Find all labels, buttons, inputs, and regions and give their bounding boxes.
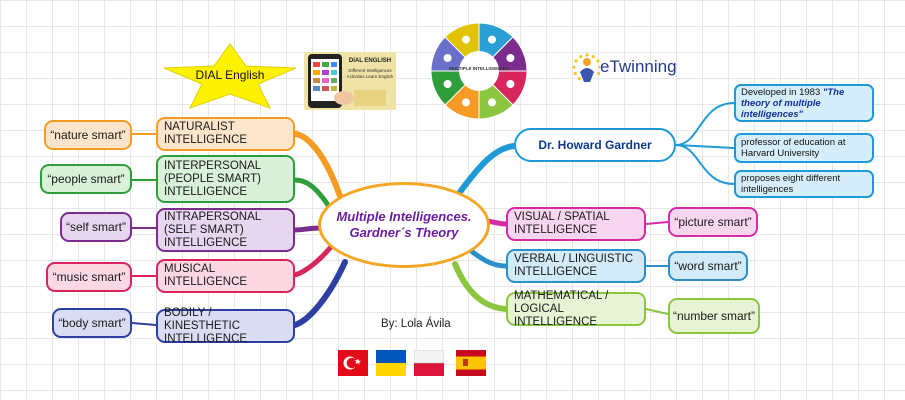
wheel-slice-icon [443,80,452,89]
body-smart-tag[interactable]: “body smart” [52,308,132,338]
intrapersonal-intelligence-node[interactable]: INTRAPERSONAL (SELF SMART) INTELLIGENCE [156,208,295,252]
gardner-note3-connector [675,144,735,185]
tag-label: “people smart” [47,172,125,186]
verbal-linguistic-intelligence-node[interactable]: VERBAL / LINGUISTIC INTELLIGENCE [506,249,646,283]
tag-label: “number smart” [672,309,755,323]
star-label: DIAL English [195,68,265,82]
gardner-note-eight[interactable]: proposes eight different intelligences [734,170,874,198]
node-label: MUSICAL INTELLIGENCE [164,263,248,288]
gardner-note-emphasis: "The theory of multiple intelligences" [741,86,845,120]
etwinning-star-icon [574,59,578,63]
gardner-note-theory[interactable]: Developed in 1983 "The theory of multipl… [734,84,874,122]
visual-spatial-intelligence-node[interactable]: VISUAL / SPATIAL INTELLIGENCE [506,207,646,241]
node-label: NATURALIST INTELLIGENCE [164,121,248,146]
wheel-slice-icon [488,98,497,107]
bodily-connector [292,259,348,328]
node-label: INTERPERSONAL (PEOPLE SMART) INTELLIGENC… [164,159,261,198]
tag-label: “body smart” [58,316,126,330]
wheel-slice-icon [461,35,470,44]
people-smart-tag[interactable]: “people smart” [40,164,132,194]
phone-card-subtitle: Different Intelligences Activities Learn… [346,68,394,79]
node-label: VERBAL / LINGUISTIC INTELLIGENCE [514,253,634,278]
gardner-note-plain: Developed in 1983 [741,86,823,98]
tag-label: “self smart” [66,220,126,234]
etwinning-star-icon [573,71,577,76]
etwinning-star-icon [598,65,600,69]
naturalist-intelligence-node[interactable]: NATURALIST INTELLIGENCE [156,117,295,151]
ukraine-flag [376,350,406,376]
verbal-connector [467,247,509,269]
wheel-slice-icon [488,35,497,44]
gardner-note-text: professor of education at Harvard Univer… [741,137,846,159]
node-label: VISUAL / SPATIAL INTELLIGENCE [514,211,610,236]
etwinning-star-icon [577,76,581,81]
tag-label: “music smart” [52,270,126,284]
tag-label: “picture smart” [674,215,752,229]
gardner-note-text: proposes eight different intelligences [741,173,841,195]
etwinning-logo-icon [572,53,600,82]
wheel-center-label: MULTIPLE INTELLIGENCES [449,66,508,71]
music-smart-tag[interactable]: “music smart” [46,262,132,292]
node-label: MATHEMATICAL / LOGICAL INTELLIGENCE [514,289,609,328]
node-label: BODILY / KINESTHETIC INTELLIGENCE [164,306,248,345]
math-connector [452,261,509,312]
gardner-note-text: Developed in 1983 "The theory of multipl… [741,87,867,120]
mathematical-logical-intelligence-node[interactable]: MATHEMATICAL / LOGICAL INTELLIGENCE [506,289,646,328]
bodily-kinesthetic-intelligence-node[interactable]: BODILY / KINESTHETIC INTELLIGENCE [156,306,295,345]
phone-icon [308,54,386,108]
interpersonal-connector [292,177,333,211]
central-topic-line1: Multiple Intelligences. [336,209,472,224]
wheel-slice-icon [506,53,515,62]
author-byline: By: Lola Ávila [381,318,451,330]
tag-label: “word smart” [674,259,742,273]
wheel-slice-icon [506,80,515,89]
etwinning-star-icon [585,53,589,57]
number-smart-tag[interactable]: “number smart” [668,298,760,334]
howard-gardner-label: Dr. Howard Gardner [538,138,652,152]
self-smart-tag[interactable]: “self smart” [60,212,132,242]
musical-connector [292,245,333,278]
naturalist-connector [292,131,343,199]
central-topic[interactable]: Multiple Intelligences. Gardner´s Theory [318,182,490,268]
etwinning-logo-text: eTwinning [600,57,677,76]
dial-english-phone-image: DIAL ENGLISH Different Intelligences Act… [304,52,396,110]
etwinning-star-icon [596,59,600,63]
spain-flag [456,350,486,376]
etwinning-star-icon [597,71,600,76]
etwinning-star-icon [572,65,576,69]
etwinning-star-icon [591,55,595,59]
phone-card-title: DIAL ENGLISH [348,58,392,64]
gardner-note1-connector [675,102,735,146]
gardner-connector [457,143,517,195]
wheel-slice-icon [461,98,470,107]
star-shape-icon [163,43,297,109]
node-label: INTRAPERSONAL (SELF SMART) INTELLIGENCE [164,210,261,249]
musical-intelligence-node[interactable]: MUSICAL INTELLIGENCE [156,259,295,293]
gardner-note-professor[interactable]: professor of education at Harvard Univer… [734,133,874,163]
turkey-flag [338,350,368,376]
picture-smart-tag[interactable]: “picture smart” [668,207,758,237]
nature-smart-tag[interactable]: “nature smart” [44,120,132,150]
central-topic-line2: Gardner´s Theory [349,225,459,240]
gardner-note2-connector [675,144,735,149]
multiple-intelligences-wheel: MULTIPLE INTELLIGENCES [430,22,528,120]
wheel-slice-icon [443,53,452,62]
howard-gardner-node[interactable]: Dr. Howard Gardner [514,128,676,162]
tag-label: “nature smart” [50,128,126,142]
word-smart-tag[interactable]: “word smart” [668,251,748,281]
body-tag-connector [131,322,157,326]
number-tag-connector [645,308,669,315]
etwinning-star-icon [579,55,583,59]
poland-flag [414,350,444,376]
dial-english-star: DIAL English [160,42,300,110]
interpersonal-intelligence-node[interactable]: INTERPERSONAL (PEOPLE SMART) INTELLIGENC… [156,155,295,203]
picture-tag-connector [645,221,669,225]
